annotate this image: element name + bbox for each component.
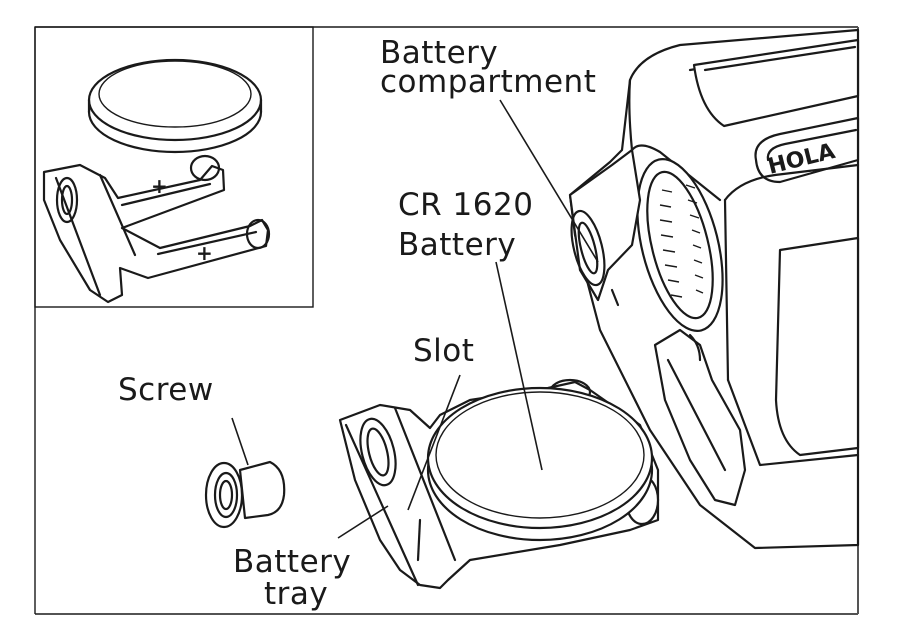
- leader-battery-compartment: [499, 99, 599, 263]
- leader-battery-tray: [337, 505, 389, 539]
- inset-plus-icon-1: +: [151, 174, 168, 198]
- inset-detail: + +: [34, 26, 314, 308]
- label-screw: Screw: [118, 372, 214, 408]
- label-slot: Slot: [413, 333, 474, 369]
- leader-screw: [231, 417, 249, 466]
- labels: Battery compartment CR 1620 Battery Slot…: [118, 35, 596, 612]
- battery-compartment-opening: [568, 148, 747, 507]
- label-battery-tray-1: Battery: [233, 544, 351, 580]
- leader-lines: [231, 99, 599, 539]
- leader-battery: [495, 261, 543, 471]
- label-battery-compartment-2: compartment: [380, 64, 596, 100]
- screw: [204, 460, 286, 529]
- side-knurled-dial: [636, 158, 724, 332]
- inset-battery-tray: + +: [42, 154, 271, 304]
- label-cr1620-1: CR 1620: [398, 187, 533, 223]
- device-body: HOLA: [568, 28, 860, 550]
- inset-plus-icon-2: +: [196, 241, 213, 265]
- label-battery-compartment-1: Battery: [380, 35, 498, 71]
- leader-slot: [407, 374, 461, 511]
- label-cr1620-2: Battery: [398, 227, 516, 263]
- inset-coin-battery: [87, 58, 263, 154]
- label-battery-tray-2: tray: [264, 576, 328, 612]
